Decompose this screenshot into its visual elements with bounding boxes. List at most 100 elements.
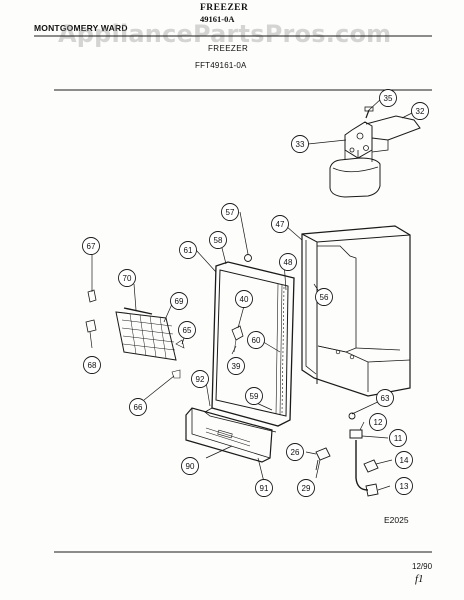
callout-label: 70 xyxy=(123,274,132,283)
condenser-grille xyxy=(85,289,185,379)
callout-circle xyxy=(170,292,188,310)
callout-label: 12 xyxy=(374,418,383,427)
callout-label: 56 xyxy=(320,293,329,302)
callout-circle xyxy=(411,102,429,120)
callout-circle xyxy=(209,231,227,249)
callout-circle xyxy=(286,443,304,461)
callout-label: 26 xyxy=(291,448,300,457)
callout-circle xyxy=(297,479,315,497)
callout-label: 14 xyxy=(400,456,409,465)
callout-circle xyxy=(82,237,100,255)
callout-label: 92 xyxy=(196,375,205,384)
callout-63: 63 xyxy=(376,389,394,407)
brand-name: MONTGOMERY WARD xyxy=(34,23,128,33)
callout-circle xyxy=(191,370,209,388)
callout-circle xyxy=(178,321,196,339)
callout-label: 48 xyxy=(284,258,293,267)
callout-61: 61 xyxy=(179,241,197,259)
callout-32: 32 xyxy=(411,102,429,120)
callout-circle xyxy=(181,457,199,475)
drain-tube-assembly xyxy=(315,412,379,497)
callout-label: 90 xyxy=(186,462,195,471)
callout-68: 68 xyxy=(83,356,101,374)
callout-label: 68 xyxy=(88,361,97,370)
callout-label: 65 xyxy=(183,326,192,335)
callout-label: 33 xyxy=(296,140,305,149)
compressor-assembly xyxy=(329,106,421,198)
callout-circle xyxy=(291,135,309,153)
callout-circle xyxy=(389,429,407,447)
callout-circle xyxy=(227,357,245,375)
callout-label: 61 xyxy=(184,246,193,255)
callout-29: 29 xyxy=(297,479,315,497)
callout-circle xyxy=(245,387,263,405)
door-assembly xyxy=(204,254,295,433)
callout-circle xyxy=(255,479,273,497)
callout-circle xyxy=(395,477,413,495)
callout-circle xyxy=(376,389,394,407)
callout-65: 65 xyxy=(178,321,196,339)
callout-11: 11 xyxy=(389,429,407,447)
callout-56: 56 xyxy=(315,288,333,306)
callout-circle xyxy=(118,269,136,287)
callout-35: 35 xyxy=(379,89,397,107)
base-grille xyxy=(185,407,273,463)
callout-48: 48 xyxy=(279,253,297,271)
callout-26: 26 xyxy=(286,443,304,461)
callout-label: 29 xyxy=(302,484,311,493)
callout-33: 33 xyxy=(291,135,309,153)
callout-label: 91 xyxy=(260,484,269,493)
callout-label: 11 xyxy=(394,434,403,443)
callout-circle xyxy=(395,451,413,469)
callout-label: 58 xyxy=(214,236,223,245)
model-number: FFT49161-0A xyxy=(195,61,247,70)
revision-initials: f1 xyxy=(415,573,424,585)
callout-14: 14 xyxy=(395,451,413,469)
leader-lines xyxy=(89,97,415,491)
callout-circle xyxy=(179,241,197,259)
callout-60: 60 xyxy=(247,331,265,349)
callout-91: 91 xyxy=(255,479,273,497)
revision-date: 12/90 xyxy=(412,562,433,571)
callout-circle xyxy=(129,398,147,416)
callout-label: 63 xyxy=(381,394,390,403)
callout-circle xyxy=(379,89,397,107)
callout-circle xyxy=(247,331,265,349)
callout-59: 59 xyxy=(245,387,263,405)
watermark: AppliancePartsPros.com xyxy=(58,20,392,48)
callout-circle xyxy=(235,290,253,308)
callout-label: 32 xyxy=(416,107,425,116)
subtitle: FREEZER xyxy=(208,44,249,53)
callout-66: 66 xyxy=(129,398,147,416)
freezer-cabinet xyxy=(301,225,411,397)
callout-69: 69 xyxy=(170,292,188,310)
callout-39: 39 xyxy=(227,357,245,375)
callout-40: 40 xyxy=(235,290,253,308)
callout-label: 39 xyxy=(232,362,241,371)
title-line-1: FREEZER xyxy=(200,3,249,13)
callout-90: 90 xyxy=(181,457,199,475)
callout-label: 66 xyxy=(134,403,143,412)
callout-label: 35 xyxy=(384,94,393,103)
callout-circle xyxy=(83,356,101,374)
callout-57: 57 xyxy=(221,203,239,221)
callout-label: 57 xyxy=(226,208,235,217)
callout-12: 12 xyxy=(369,413,387,431)
diagram-code: E2025 xyxy=(384,515,409,525)
callout-circle xyxy=(369,413,387,431)
callout-67: 67 xyxy=(82,237,100,255)
callout-label: 40 xyxy=(240,295,249,304)
callout-circle xyxy=(271,215,289,233)
callout-circle xyxy=(315,288,333,306)
callout-label: 13 xyxy=(400,482,409,491)
callout-circle xyxy=(279,253,297,271)
callout-label: 59 xyxy=(250,392,259,401)
callout-58: 58 xyxy=(209,231,227,249)
callout-92: 92 xyxy=(191,370,209,388)
title-line-2: 49161-0A xyxy=(200,14,235,24)
callout-13: 13 xyxy=(395,477,413,495)
callout-label: 67 xyxy=(87,242,96,251)
